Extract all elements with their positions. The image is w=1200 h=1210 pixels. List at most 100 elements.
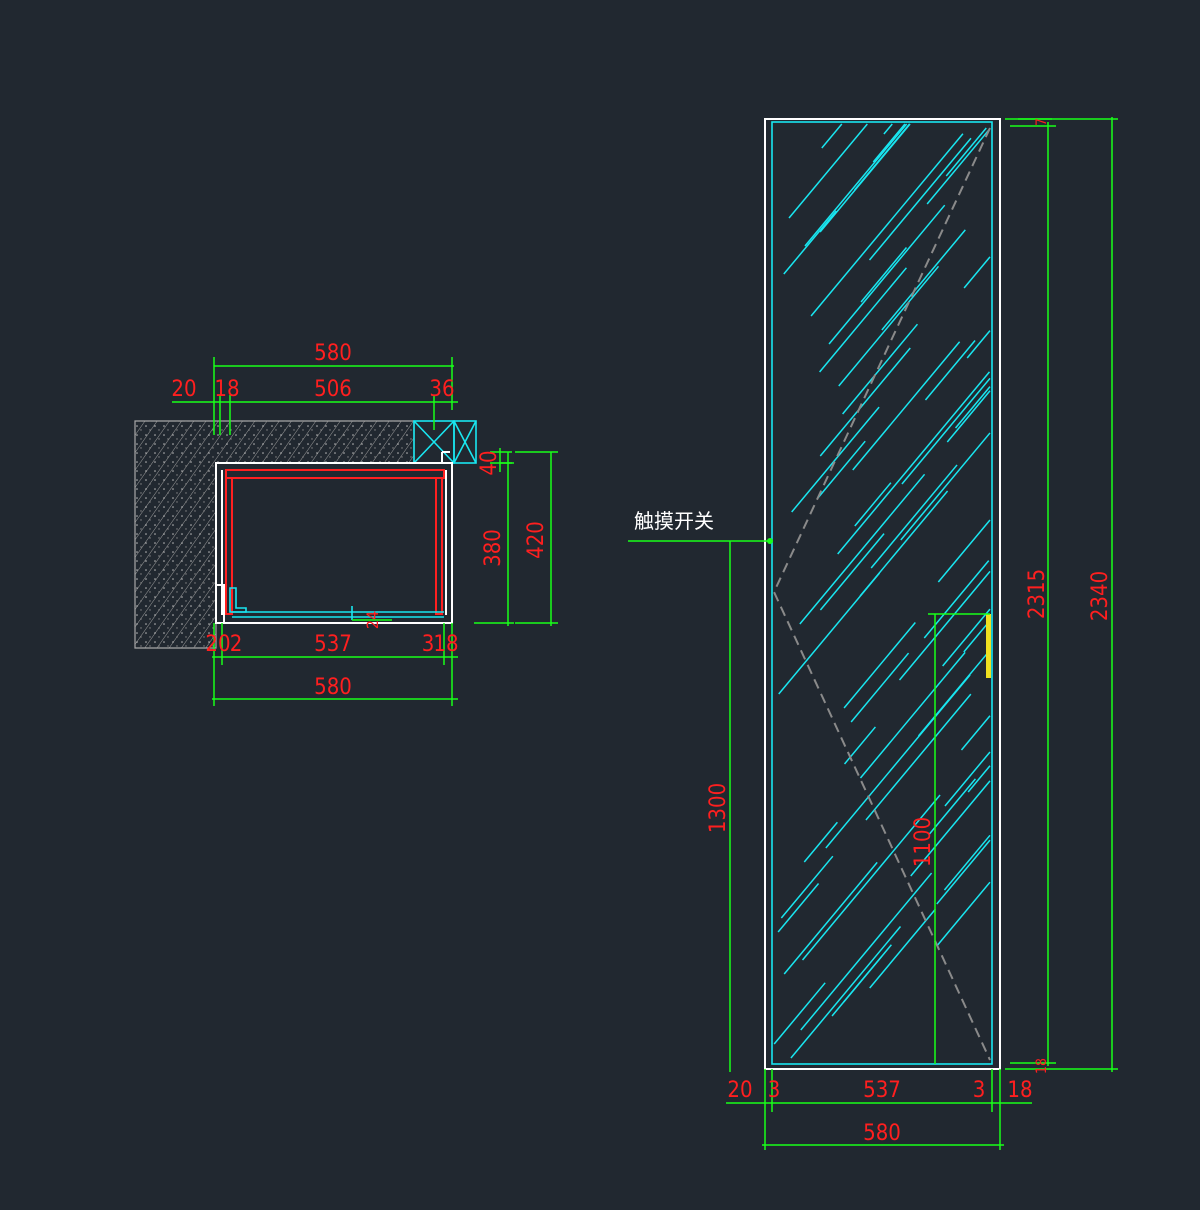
switch-label: 触摸开关 xyxy=(634,509,714,533)
glass-hatch-line xyxy=(942,608,991,667)
glass-hatch-line xyxy=(928,778,976,835)
glass-hatch-line xyxy=(783,861,878,975)
plan-bottom-right-a: 3 xyxy=(422,632,435,657)
plan-right-small: 40 xyxy=(477,450,502,475)
glass-hatch-line xyxy=(869,908,936,989)
glass-hatch-line xyxy=(910,780,991,877)
door-handle xyxy=(986,614,991,678)
plan-top-left-b: 18 xyxy=(214,377,239,402)
glass-hatch-line xyxy=(937,519,991,583)
elev-inner-height: 2315 xyxy=(1025,569,1050,619)
glass-hatch-line xyxy=(865,693,972,821)
glass-hatch-line xyxy=(810,133,964,317)
glass-hatch-line xyxy=(828,204,946,345)
glass-hatch-line xyxy=(924,340,976,401)
glass-hatch-line xyxy=(936,839,991,905)
glass-hatch-line xyxy=(842,323,919,415)
glass-hatch-line xyxy=(801,794,941,961)
glass-hatch-line xyxy=(936,881,991,947)
glass-hatch-line xyxy=(791,406,880,513)
glass-hatch-line xyxy=(872,123,906,163)
glass-hatch-line xyxy=(883,123,893,135)
glass-hatch-line xyxy=(960,715,991,751)
glass-hatch-line xyxy=(783,210,837,275)
glass-hatch-line xyxy=(838,265,940,387)
plan-top-middle: 506 xyxy=(314,377,352,402)
glass-hatch-line xyxy=(860,247,908,303)
elev-bottom-right-a: 3 xyxy=(973,1078,986,1103)
cabinet-frame xyxy=(764,118,1001,1070)
plan-bottom-total: 580 xyxy=(314,675,352,700)
plan-bottom-left: 20 xyxy=(205,632,230,657)
glass-hatch-line xyxy=(777,883,820,933)
plan-top-right: 36 xyxy=(429,377,454,402)
glass-hatch-line xyxy=(901,377,991,485)
glass-hatch-line xyxy=(788,123,868,219)
elev-bottom-middle: 537 xyxy=(863,1078,901,1103)
glass-hatch-line xyxy=(963,620,991,653)
glass-hatch-line xyxy=(817,440,866,499)
elev-outer-height: 2340 xyxy=(1088,571,1113,621)
glass-hatch-line xyxy=(963,256,991,289)
switch-point xyxy=(767,538,773,544)
glass-hatch-line xyxy=(945,127,987,177)
glass-hatch-line xyxy=(819,347,911,457)
glass-hatch-line xyxy=(843,726,876,765)
glass-hatch-line xyxy=(946,390,991,443)
plan-right-dimensions: 40 380 420 xyxy=(474,448,558,626)
plan-right-inner: 380 xyxy=(481,529,506,567)
glass-hatch-line xyxy=(790,926,902,1059)
elev-handle-height: 1100 xyxy=(911,817,936,867)
glass-hatch-line xyxy=(804,123,908,247)
glass-hatch-line xyxy=(819,533,885,611)
elev-bottom-left: 20 xyxy=(727,1078,752,1103)
glass-hatch-line xyxy=(780,855,834,919)
glass-hatch-line xyxy=(850,652,910,723)
elev-bottom-left-b: 3 xyxy=(768,1078,781,1103)
elev-bottom-small: 18 xyxy=(1034,1058,1050,1074)
column-box xyxy=(413,420,477,464)
glass-hatch xyxy=(773,123,991,1059)
plan-bottom-left-b: 2 xyxy=(230,632,243,657)
elev-bottom-right-b: 18 xyxy=(1007,1078,1032,1103)
glass-hatch-line xyxy=(819,267,907,373)
door-swing-line xyxy=(772,127,991,1061)
glass-hatch-line xyxy=(881,229,966,331)
glass-hatch-line xyxy=(825,674,971,849)
glass-hatch-line xyxy=(944,751,991,807)
plan-top-total: 580 xyxy=(314,341,352,366)
glass-hatch-line xyxy=(773,982,826,1045)
glass-hatch-line xyxy=(923,560,990,639)
glass-hatch-line xyxy=(943,834,991,891)
glass-hatch-line xyxy=(803,821,838,863)
glass-hatch-line xyxy=(966,330,991,359)
glass-hatch-line xyxy=(800,872,933,1031)
glass-hatch-line xyxy=(831,944,892,1017)
glass-hatch-line xyxy=(859,651,966,779)
glass-hatch-line xyxy=(778,572,881,695)
elev-top-small: 7 xyxy=(1034,118,1050,126)
plan-bottom-right-b: 18 xyxy=(433,632,458,657)
glass-hatch-line xyxy=(837,371,991,555)
plan-right-outer: 420 xyxy=(524,521,549,559)
plan-top-dimensions: 580 20 18 506 36 xyxy=(171,341,458,435)
plan-bottom-dimensions: 20 2 537 3 18 24 580 xyxy=(205,611,459,706)
glass-hatch-line xyxy=(926,128,991,205)
glass-hatch-line xyxy=(854,482,892,527)
glass-hatch-line xyxy=(967,765,991,793)
glass-hatch-line xyxy=(954,386,991,429)
glass-hatch-line xyxy=(799,473,926,625)
plan-top-left-a: 20 xyxy=(171,377,196,402)
glass-hatch-line xyxy=(843,622,916,709)
glass-hatch-line xyxy=(870,464,958,569)
plan-view: 580 20 18 506 36 40 380 420 xyxy=(134,341,558,706)
elev-bottom-total: 580 xyxy=(863,1121,901,1146)
elev-switch-height: 1300 xyxy=(706,783,731,833)
glass-hatch-line xyxy=(868,137,972,261)
glass-door xyxy=(771,121,993,1065)
glass-hatch-line xyxy=(852,341,961,471)
glass-hatch-line xyxy=(821,123,843,149)
cabinet-plan xyxy=(215,451,453,624)
plan-bottom-middle: 537 xyxy=(314,632,352,657)
